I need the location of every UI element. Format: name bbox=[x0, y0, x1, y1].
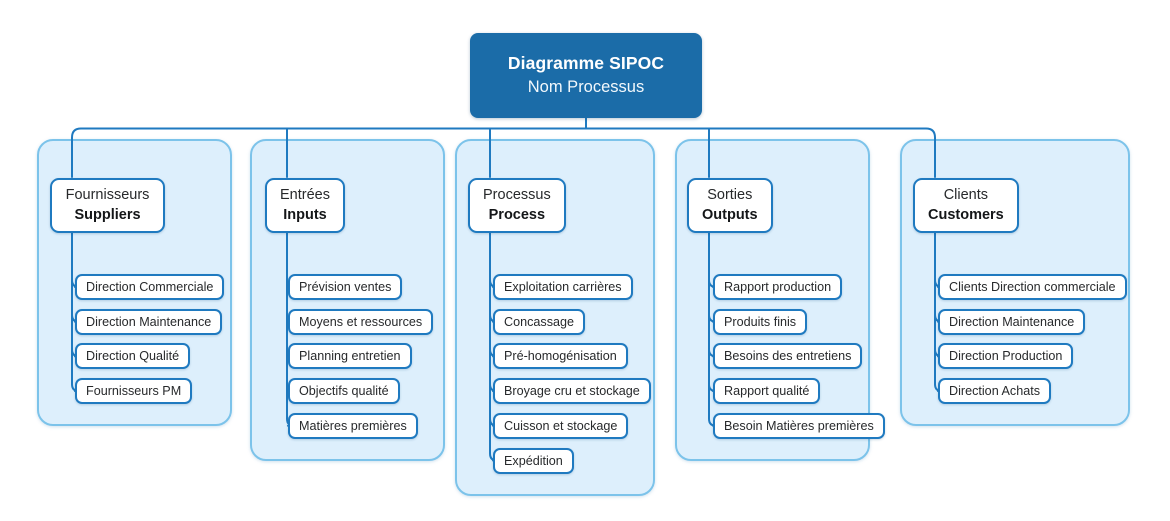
item-box[interactable]: Direction Qualité bbox=[75, 343, 191, 370]
item-box[interactable]: Clients Direction commerciale bbox=[938, 274, 1127, 300]
column-header-label-en: Outputs bbox=[702, 207, 758, 223]
diagram-subtitle: Nom Processus bbox=[527, 77, 645, 96]
column-header-label-en: Customers bbox=[928, 207, 1004, 223]
item-box[interactable]: Direction Maintenance bbox=[75, 308, 223, 335]
item-box[interactable]: Rapport qualité bbox=[713, 378, 821, 405]
item-box[interactable]: Fournisseurs PM bbox=[75, 378, 193, 405]
item-box[interactable]: Direction Achats bbox=[938, 378, 1051, 405]
item-box[interactable]: Moyens et ressources bbox=[288, 308, 434, 335]
item-box[interactable]: Besoins des entretiens bbox=[713, 343, 863, 370]
column-header-label-fr: Processus bbox=[483, 187, 551, 204]
diagram-title: Diagramme SIPOC bbox=[507, 52, 665, 73]
column-header-label-fr: Clients bbox=[943, 187, 989, 204]
item-box[interactable]: Planning entretien bbox=[288, 343, 412, 370]
column-header-label-fr: Entrées bbox=[280, 187, 330, 204]
item-box[interactable]: Direction Production bbox=[938, 343, 1074, 370]
column-header-label-en: Suppliers bbox=[74, 207, 141, 223]
item-box[interactable]: Direction Maintenance bbox=[938, 308, 1086, 335]
item-box[interactable]: Concassage bbox=[493, 308, 586, 335]
item-box[interactable]: Cuisson et stockage bbox=[493, 412, 629, 439]
item-box[interactable]: Exploitation carrières bbox=[493, 274, 633, 300]
item-box[interactable]: Prévision ventes bbox=[288, 274, 403, 300]
diagram-title-box: Diagramme SIPOC Nom Processus bbox=[470, 33, 702, 118]
item-box[interactable]: Pré-homogénisation bbox=[493, 343, 628, 370]
column-header-label-en: Process bbox=[488, 207, 546, 223]
item-box[interactable]: Direction Commerciale bbox=[75, 274, 225, 300]
column-header-label-fr: Sorties bbox=[707, 187, 753, 204]
column-header-label-en: Inputs bbox=[283, 207, 327, 223]
column-header-label-fr: Fournisseurs bbox=[65, 187, 150, 204]
item-box[interactable]: Expédition bbox=[493, 447, 574, 474]
item-box[interactable]: Objectifs qualité bbox=[288, 378, 400, 405]
item-box[interactable]: Besoin Matières premières bbox=[713, 412, 885, 439]
item-box[interactable]: Broyage cru et stockage bbox=[493, 378, 651, 405]
item-box[interactable]: Matières premières bbox=[288, 412, 418, 439]
item-box[interactable]: Produits finis bbox=[713, 308, 808, 335]
item-box[interactable]: Rapport production bbox=[713, 274, 843, 300]
